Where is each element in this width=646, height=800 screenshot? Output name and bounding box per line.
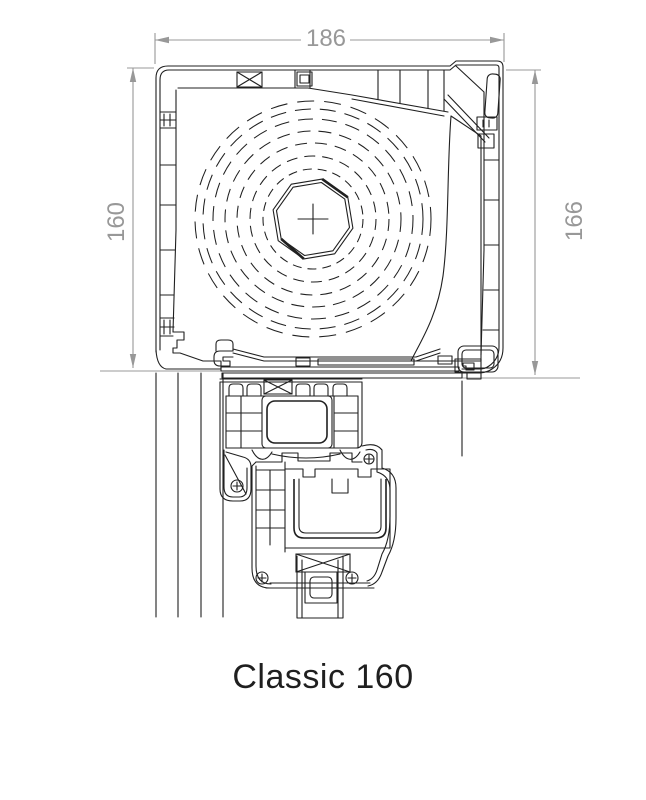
- dimension-label-top: 186: [306, 25, 346, 52]
- dimension-left-height: 160: [100, 68, 312, 371]
- shutter-coil: [195, 101, 431, 337]
- dimension-right-height: 166: [457, 70, 588, 378]
- octagonal-shaft: [273, 179, 353, 259]
- sash-profile: [252, 445, 396, 588]
- glazing-unit: [297, 556, 343, 618]
- reinforcement-steel-chamber: [262, 396, 332, 448]
- box-lid: [214, 340, 498, 378]
- left-wall: [156, 90, 221, 369]
- guide-rail: [156, 373, 223, 617]
- right-wall: [444, 66, 501, 379]
- dimension-label-right: 166: [561, 201, 588, 241]
- top-wall: [178, 70, 448, 116]
- drawing-title: Classic 160: [232, 658, 413, 696]
- window-frame-profile: [220, 379, 362, 501]
- roller-shutter-box: [156, 61, 503, 379]
- dimension-top-width: 186: [155, 25, 504, 64]
- center-crosshair-icon: [298, 204, 328, 234]
- dimension-label-left: 160: [103, 202, 130, 242]
- insulation-foam: [411, 116, 481, 361]
